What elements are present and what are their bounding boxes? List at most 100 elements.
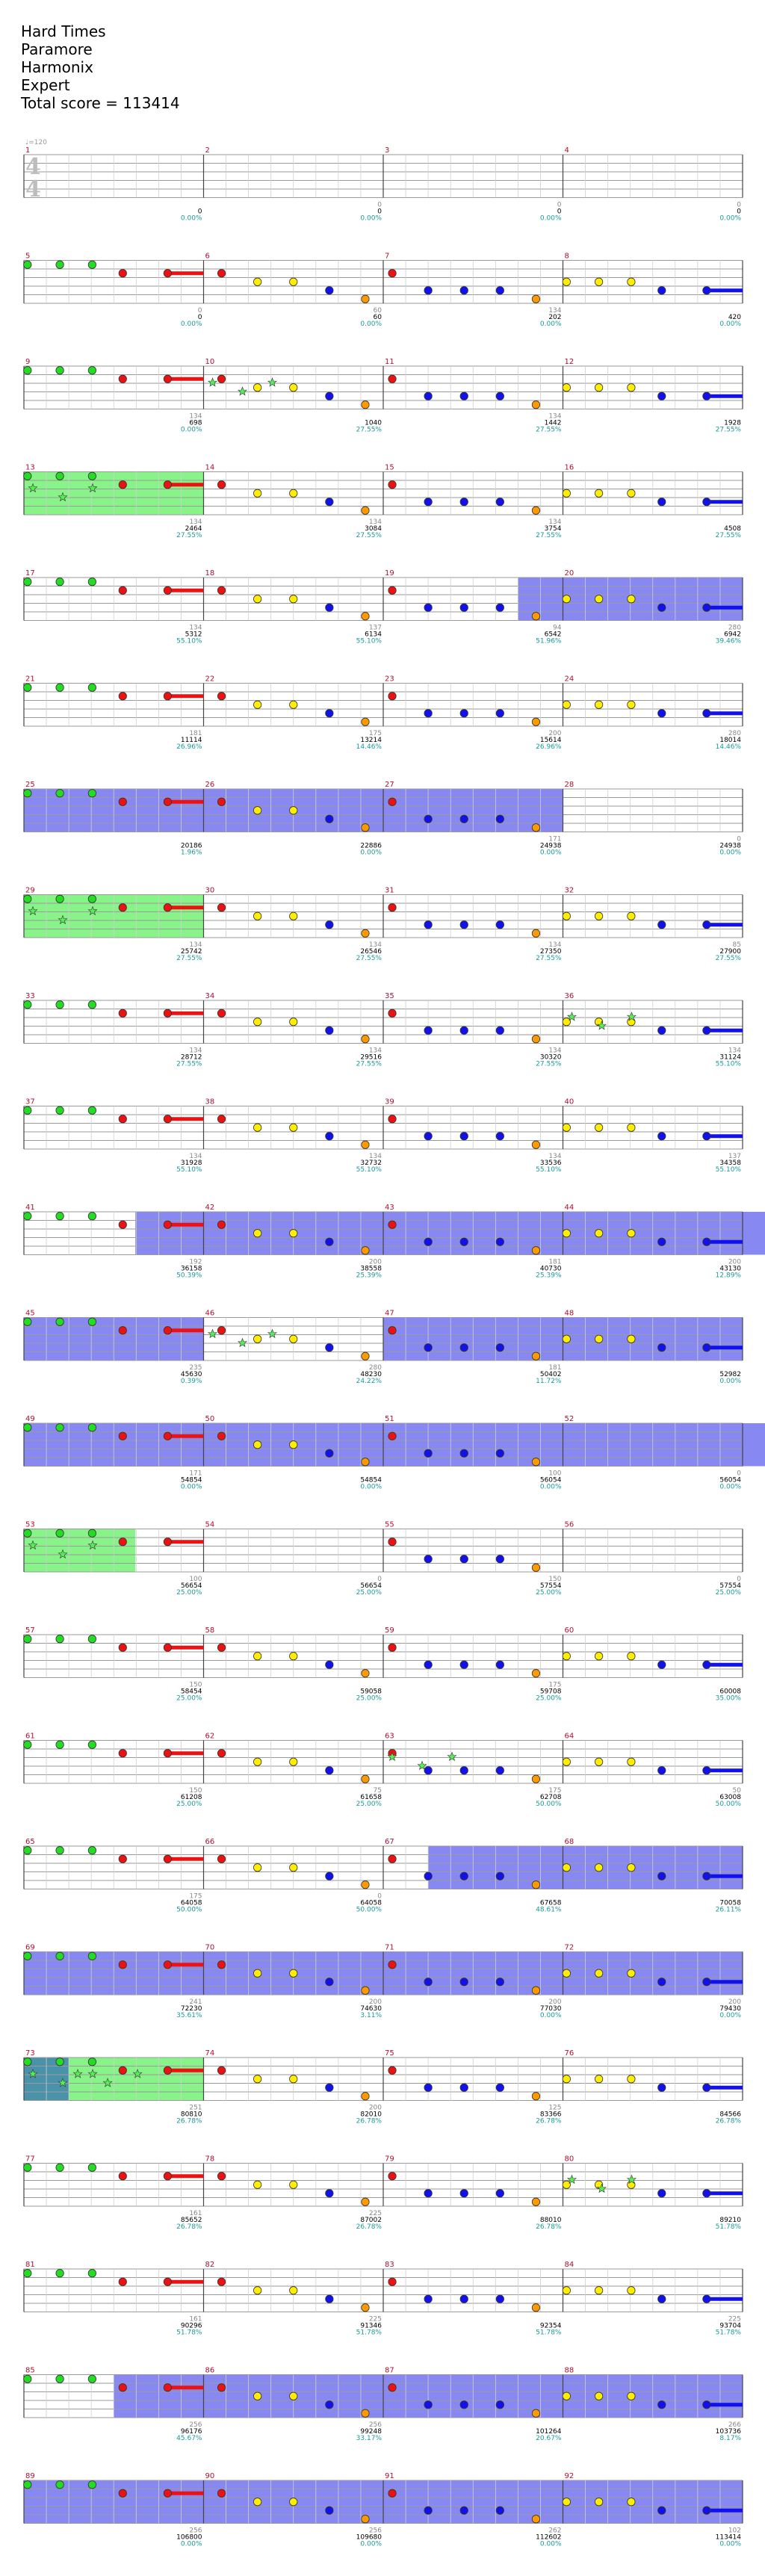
note-gem <box>325 498 334 507</box>
star-note <box>626 1012 637 1021</box>
measure-number: 4 <box>565 146 569 155</box>
measure-row <box>23 2163 743 2207</box>
note-gem <box>118 797 127 806</box>
measure-total-score: 58454 <box>181 1688 202 1696</box>
measure-note-score: 266 <box>728 2421 741 2429</box>
note-gem <box>55 1740 64 1749</box>
sustain-tail <box>706 1028 743 1032</box>
note-gem <box>87 578 96 586</box>
overdrive-percent: 55.10% <box>176 638 202 645</box>
overdrive-percent: 0.00% <box>719 1378 741 1385</box>
note-gem <box>459 920 468 929</box>
measure-number: 44 <box>565 1204 574 1212</box>
note-gem <box>253 2391 262 2400</box>
note-gem <box>627 1123 636 1132</box>
measure-note-score: 0 <box>198 307 202 315</box>
note-gem <box>594 1652 604 1661</box>
overdrive-percent: 39.46% <box>716 638 742 645</box>
note-gem <box>253 1123 262 1132</box>
measure-note-score: 134 <box>189 625 202 632</box>
note-gem <box>361 400 370 409</box>
note-gem <box>702 2189 711 2198</box>
note-gem <box>361 1246 370 1255</box>
measure-note-score: 161 <box>189 2316 202 2323</box>
note-gem <box>459 2506 468 2515</box>
measure-number: 38 <box>205 1098 215 1106</box>
note-gem <box>118 1326 127 1335</box>
sustain-tail <box>706 2297 743 2301</box>
note-gem <box>459 1555 468 1564</box>
note-gem <box>87 1740 96 1749</box>
measure-total-score: 83366 <box>540 2111 562 2119</box>
overdrive-percent: 8.17% <box>719 2435 741 2442</box>
note-gem <box>325 1237 334 1246</box>
measure-total-score: 3084 <box>365 525 382 533</box>
note-gem <box>163 2383 172 2392</box>
note-gem <box>217 2489 226 2498</box>
note-gem <box>289 2391 298 2400</box>
note-gem <box>163 1431 172 1440</box>
note-gem <box>55 2269 64 2278</box>
star-note <box>28 2069 38 2078</box>
note-gem <box>253 489 262 498</box>
measure-note-score: 134 <box>189 413 202 421</box>
measure-note-score: 137 <box>728 1153 741 1160</box>
overdrive-percent: 27.55% <box>536 1061 562 1068</box>
note-gem <box>289 1123 298 1132</box>
note-gem <box>55 1635 64 1644</box>
measure-total-score: 0 <box>198 314 202 321</box>
measure-number: 58 <box>205 1626 215 1635</box>
note-gem <box>495 286 504 295</box>
measure-total-score: 80810 <box>181 2111 202 2119</box>
measure-note-score: 134 <box>369 941 382 949</box>
song-source: Harmonix <box>21 58 93 76</box>
measure-note-score: 0 <box>737 836 741 843</box>
note-gem <box>289 1018 298 1027</box>
measure-number: 27 <box>385 781 394 789</box>
measure-note-score: 171 <box>189 1470 202 1478</box>
measure-total-score: 31124 <box>719 1054 741 1062</box>
note-gem <box>118 2066 127 2075</box>
overdrive-percent: 26.78% <box>356 2223 382 2231</box>
note-gem <box>55 683 64 692</box>
note-gem <box>325 2189 334 2198</box>
measure-row <box>23 1106 743 1150</box>
note-gem <box>217 797 226 806</box>
note-gem <box>87 1951 96 1960</box>
note-gem <box>361 1458 370 1467</box>
overdrive-percent: 25.00% <box>356 1695 382 1703</box>
note-gem <box>702 2400 711 2409</box>
song-artist: Paramore <box>21 40 93 58</box>
note-gem <box>23 366 32 375</box>
measure-total-score: 99248 <box>360 2428 382 2436</box>
note-gem <box>702 498 711 507</box>
measure-number: 51 <box>385 1415 394 1423</box>
note-gem <box>424 2189 433 2198</box>
measure-total-score: 64058 <box>181 1900 202 1907</box>
note-gem <box>702 1343 711 1352</box>
measure-total-score: 40730 <box>540 1266 562 1273</box>
measure-total-score: 85652 <box>181 2217 202 2224</box>
overdrive-phrase <box>135 1212 765 1255</box>
note-gem <box>361 929 370 938</box>
overdrive-percent: 50.00% <box>536 1801 562 1808</box>
measure-note-score: 134 <box>548 413 561 421</box>
measure-number: 1 <box>25 146 30 155</box>
measure-number: 29 <box>25 887 35 895</box>
measure-note-score: 0 <box>737 1576 741 1583</box>
note-gem <box>702 391 711 400</box>
note-gem <box>325 1026 334 1035</box>
measure-total-score: 87002 <box>360 2217 382 2224</box>
sustain-tail <box>167 483 204 487</box>
note-gem <box>388 1115 397 1124</box>
note-gem <box>361 1352 370 1360</box>
measure-number: 15 <box>385 464 394 472</box>
note-gem <box>388 269 397 278</box>
measure-note-score: 100 <box>548 1470 561 1478</box>
overdrive-percent: 27.55% <box>176 955 202 962</box>
note-gem <box>562 1969 571 1978</box>
star-note <box>417 1760 427 1771</box>
note-gem <box>23 1846 32 1855</box>
note-gem <box>594 2286 604 2295</box>
note-gem <box>627 2391 636 2400</box>
